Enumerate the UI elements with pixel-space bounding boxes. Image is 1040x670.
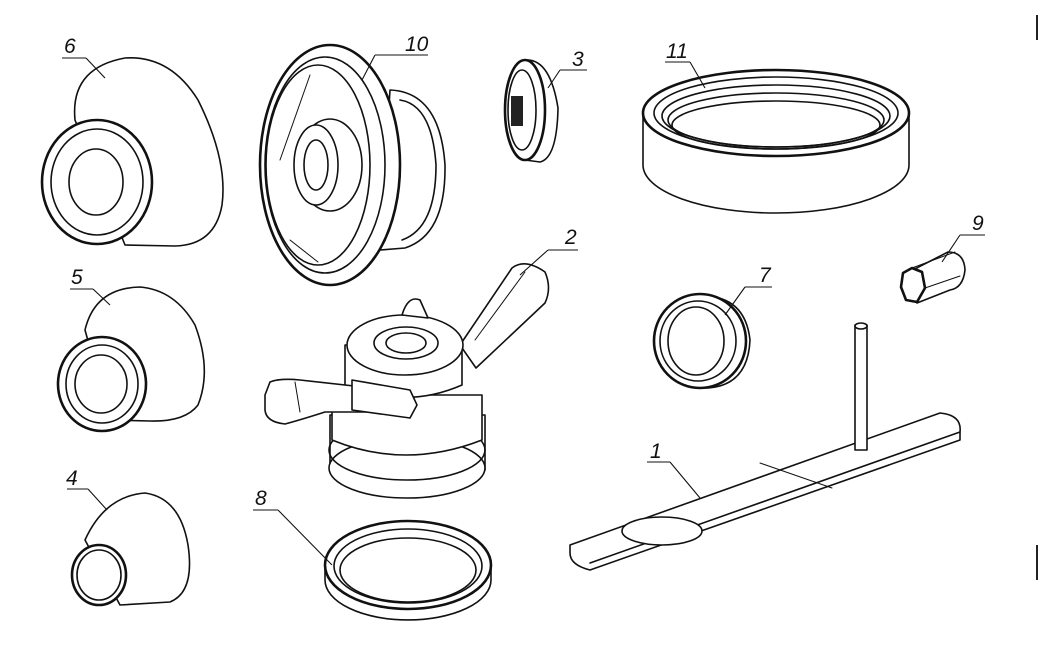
part-4-number: 4 xyxy=(66,467,78,490)
part-10-flange-adapter xyxy=(258,43,446,287)
part-6-number: 6 xyxy=(64,35,76,58)
part-3-number: 3 xyxy=(572,48,584,71)
part-3-wheel xyxy=(503,58,587,163)
part-4-cone xyxy=(67,488,191,607)
part-11-large-ring xyxy=(641,61,911,214)
part-8-number: 8 xyxy=(255,487,267,510)
part-10-number: 10 xyxy=(405,33,429,56)
part-7-small-ring xyxy=(652,286,772,390)
part-1-number: 1 xyxy=(650,440,662,463)
part-1-base-plate xyxy=(569,322,961,571)
part-8-flat-ring xyxy=(253,509,493,621)
part-2-wing-nut xyxy=(264,249,578,499)
part-5-number: 5 xyxy=(71,266,83,289)
part-2-number: 2 xyxy=(564,226,577,249)
part-11-number: 11 xyxy=(666,40,688,63)
part-9-hex-pin xyxy=(899,234,985,304)
part-9-number: 9 xyxy=(972,212,984,235)
part-7-number: 7 xyxy=(759,264,772,287)
part-6-cone xyxy=(40,57,224,247)
part-5-cone xyxy=(56,286,206,433)
